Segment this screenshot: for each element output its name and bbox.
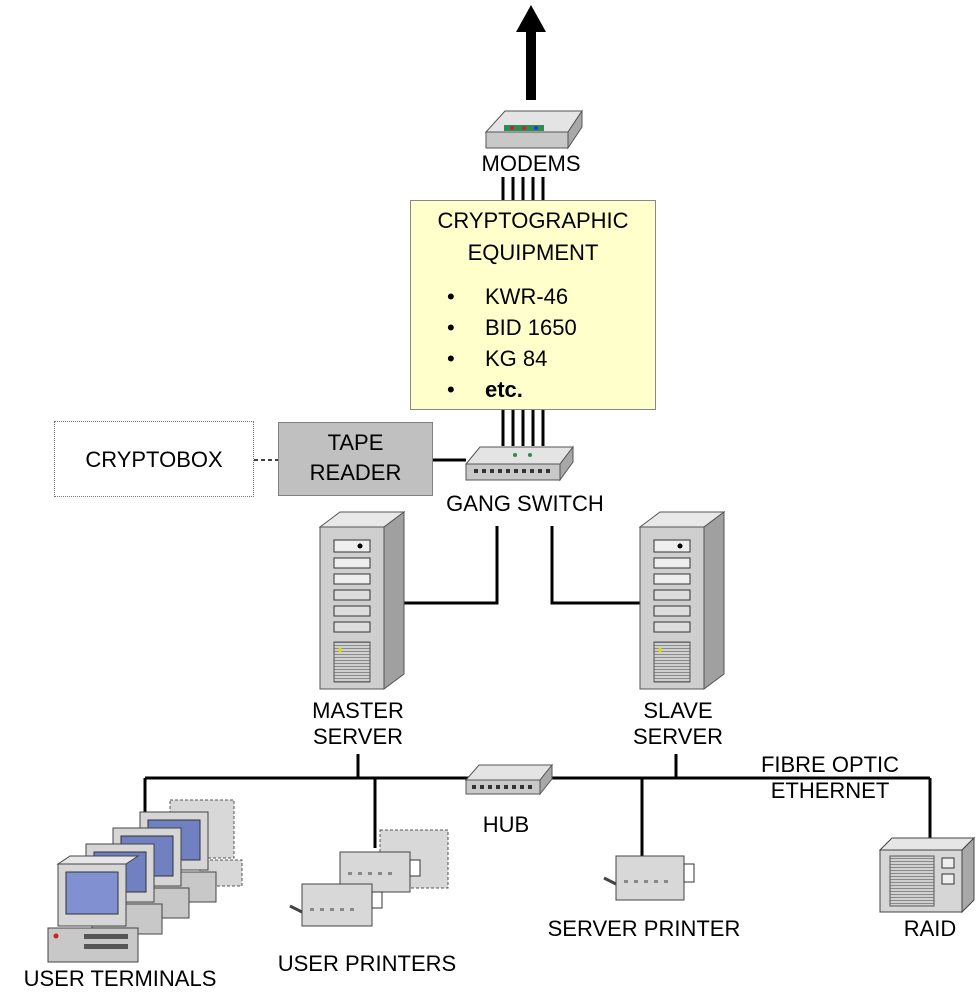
uplink-arrow	[516, 5, 546, 100]
crypto-title-line-2: EQUIPMENT	[467, 240, 599, 265]
user-printers-label: USER PRINTERS	[277, 951, 457, 976]
fibre-optic-label: FIBRE OPTIC ETHERNET	[740, 752, 920, 805]
crypto-switch-links	[501, 410, 545, 446]
switch-master-link	[404, 526, 499, 605]
master-server-label: MASTER SERVER	[283, 698, 433, 751]
master-server-line-2: SERVER	[312, 724, 404, 750]
fibre-optic-line-1: FIBRE OPTIC	[760, 752, 900, 777]
list-item: •etc.	[447, 377, 523, 402]
tape-reader-box: TAPE READER	[278, 422, 433, 496]
hub-label: HUB	[482, 812, 530, 837]
slave-server-label: SLAVE SERVER	[603, 698, 753, 751]
crypto-item-kg84: KG 84	[485, 346, 548, 371]
crypto-item-kwr46: KWR-46	[485, 284, 569, 309]
crypto-title: CRYPTOGRAPHIC EQUIPMENT	[411, 205, 655, 269]
server-printer-label: SERVER PRINTER	[547, 916, 741, 941]
slave-server-line-2: SERVER	[632, 724, 724, 750]
hub-icon	[464, 763, 554, 796]
gang-switch-icon	[464, 445, 575, 482]
raid-label: RAID	[903, 916, 957, 941]
slave-server-line-1: SLAVE	[643, 698, 713, 723]
crypto-item-bid1650: BID 1650	[485, 315, 577, 340]
modems-label: MODEMS	[481, 151, 581, 176]
crypto-item-etc: etc.	[485, 377, 523, 402]
gang-switch-label: GANG SWITCH	[446, 491, 604, 516]
cryptobox: CRYPTOBOX	[54, 421, 254, 497]
user-printers-icon	[289, 829, 449, 927]
cryptographic-equipment-box: CRYPTOGRAPHIC EQUIPMENT •KWR-46 •BID 165…	[410, 200, 656, 410]
user-terminals-label: USER TERMINALS	[23, 966, 217, 991]
switch-slave-link	[550, 526, 640, 605]
server-printer-icon	[603, 855, 695, 901]
crypto-title-line-1: CRYPTOGRAPHIC	[437, 208, 629, 233]
list-item: •KWR-46	[447, 284, 569, 309]
slave-server-icon	[638, 511, 726, 690]
tape-reader-line-2: READER	[309, 460, 402, 485]
fibre-optic-line-2: ETHERNET	[770, 778, 890, 804]
modem-icon	[484, 109, 583, 150]
raid-icon	[878, 836, 976, 914]
modem-crypto-links	[501, 177, 545, 200]
list-item: •KG 84	[447, 346, 548, 371]
tape-reader-line-1: TAPE	[327, 430, 384, 455]
crypto-equipment-list: •KWR-46 •BID 1650 •KG 84 •etc.	[447, 281, 577, 405]
list-item: •BID 1650	[447, 315, 577, 340]
user-terminals-icon	[47, 799, 243, 963]
master-server-icon	[318, 511, 406, 690]
master-server-line-1: MASTER	[312, 698, 404, 723]
